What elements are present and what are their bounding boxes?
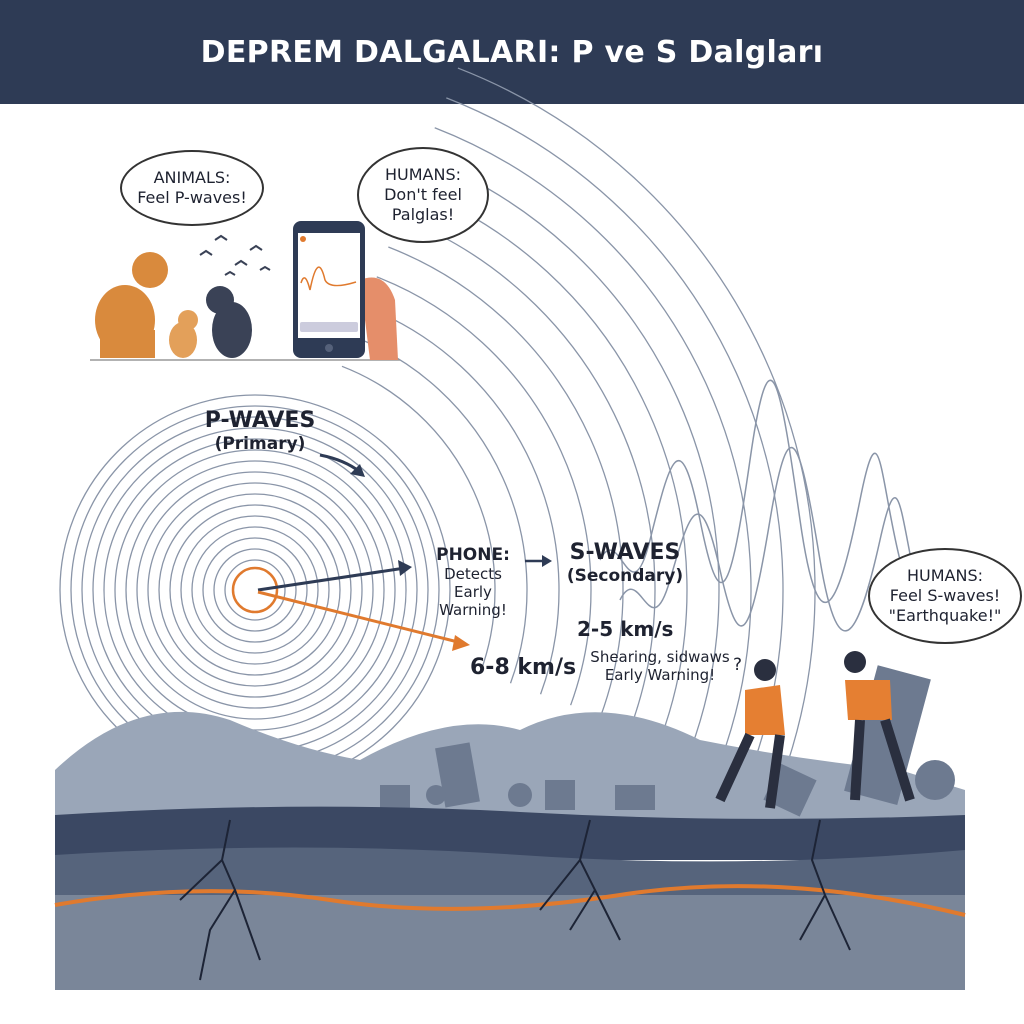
s-waves-title: S-WAVES — [569, 540, 681, 565]
p-wave-ring — [224, 559, 286, 621]
p-wave-ring — [114, 449, 396, 731]
p-wave-ring — [136, 471, 374, 709]
falling-person-illustration — [844, 651, 915, 802]
s-wave-arc — [434, 127, 752, 761]
speech-bubble-humans-right: HUMANS: Feel S-waves! "Earthquake!" — [868, 548, 1022, 644]
fault-line — [54, 884, 966, 917]
p-waves-subtitle: (Primary) — [214, 434, 306, 455]
ground-deep-layer — [55, 895, 965, 990]
bubble-text: Feel P-waves! — [137, 188, 247, 207]
bubble-text: HUMANS: — [906, 566, 983, 585]
s-wave-arc — [399, 216, 656, 728]
cat-black-illustration — [206, 286, 252, 358]
p-wave-ring — [213, 548, 297, 632]
s-wave-arrow — [257, 590, 463, 645]
p-wave-arrow — [257, 566, 406, 592]
bubble-text: Feel S-waves! — [889, 586, 1001, 605]
s-wave-arc — [364, 306, 560, 695]
smartphone-illustration — [293, 221, 398, 360]
s-wave-arc — [411, 186, 688, 739]
s-waves-label: S-WAVES (Secondary) — [560, 540, 690, 587]
phone-line1: Detects — [444, 565, 502, 584]
phone-line2: Early Warning! — [439, 583, 507, 620]
p-wave-ring — [92, 427, 418, 753]
s-wave-arc — [388, 246, 624, 717]
s-wave-arc — [422, 156, 720, 750]
p-wave-ring — [202, 537, 308, 643]
bubble-text: Don't feel — [384, 185, 462, 204]
ground-cracks — [179, 819, 851, 981]
phone-label: PHONE: Detects Early Warning! — [418, 545, 528, 619]
dog-illustration — [95, 252, 168, 358]
s-waves-description: Shearing, sidwaws Early Warning! — [590, 648, 730, 684]
hypocenter — [231, 566, 279, 614]
running-person-illustration — [715, 659, 785, 809]
p-waves-title: P-WAVES — [204, 408, 316, 433]
p-waves-speed: 6-8 km/s — [470, 655, 577, 680]
bubble-text: ANIMALS: — [153, 168, 231, 187]
s-wave-arc — [353, 335, 528, 684]
p-wave-ring — [158, 493, 352, 687]
page-title: DEPREM DALGALARI: P ve S Dalgları — [200, 34, 824, 70]
phone-title: PHONE: — [436, 545, 510, 565]
s-wave-arc — [457, 67, 816, 783]
p-wave-ring — [125, 460, 385, 720]
bubble-text: HUMANS: — [384, 165, 461, 184]
p-wave-ring — [81, 416, 429, 764]
s-wave-arc — [341, 365, 496, 673]
bubble-text: "Earthquake!" — [888, 606, 1002, 625]
birds-icon — [199, 234, 271, 276]
p-wave-ring — [147, 482, 363, 698]
ground-top-layer — [55, 806, 965, 860]
s-wave-arcs — [341, 67, 816, 783]
p-wave-ring — [169, 504, 341, 676]
s-waves-subtitle: (Secondary) — [566, 566, 684, 587]
speech-bubble-humans-top: HUMANS: Don't feel Palglas! — [357, 147, 489, 243]
p-wave-ring — [180, 515, 330, 665]
question-mark: ? — [733, 655, 743, 675]
s-waves-speed: 2-5 km/s — [577, 617, 674, 641]
s-wave-squiggle — [619, 446, 921, 632]
s-wave-arc — [376, 276, 592, 706]
cat-orange-illustration — [169, 310, 198, 358]
p-wave-ring — [191, 526, 319, 654]
p-waves-label: P-WAVES (Primary) — [200, 408, 320, 455]
bubble-text: Palglas! — [391, 205, 455, 224]
mountains — [55, 711, 965, 820]
s-waves-desc2: Early Warning! — [604, 666, 716, 684]
seismograph-line — [300, 266, 357, 291]
title-banner: DEPREM DALGALARI: P ve S Dalgları — [0, 0, 1024, 104]
s-wave-squiggle — [599, 379, 901, 603]
s-waves-desc1: Shearing, sidwaws — [590, 648, 730, 666]
speech-bubble-animals: ANIMALS: Feel P-waves! — [120, 150, 264, 226]
p-wave-ring — [103, 438, 407, 742]
s-wave-arc — [446, 97, 784, 772]
